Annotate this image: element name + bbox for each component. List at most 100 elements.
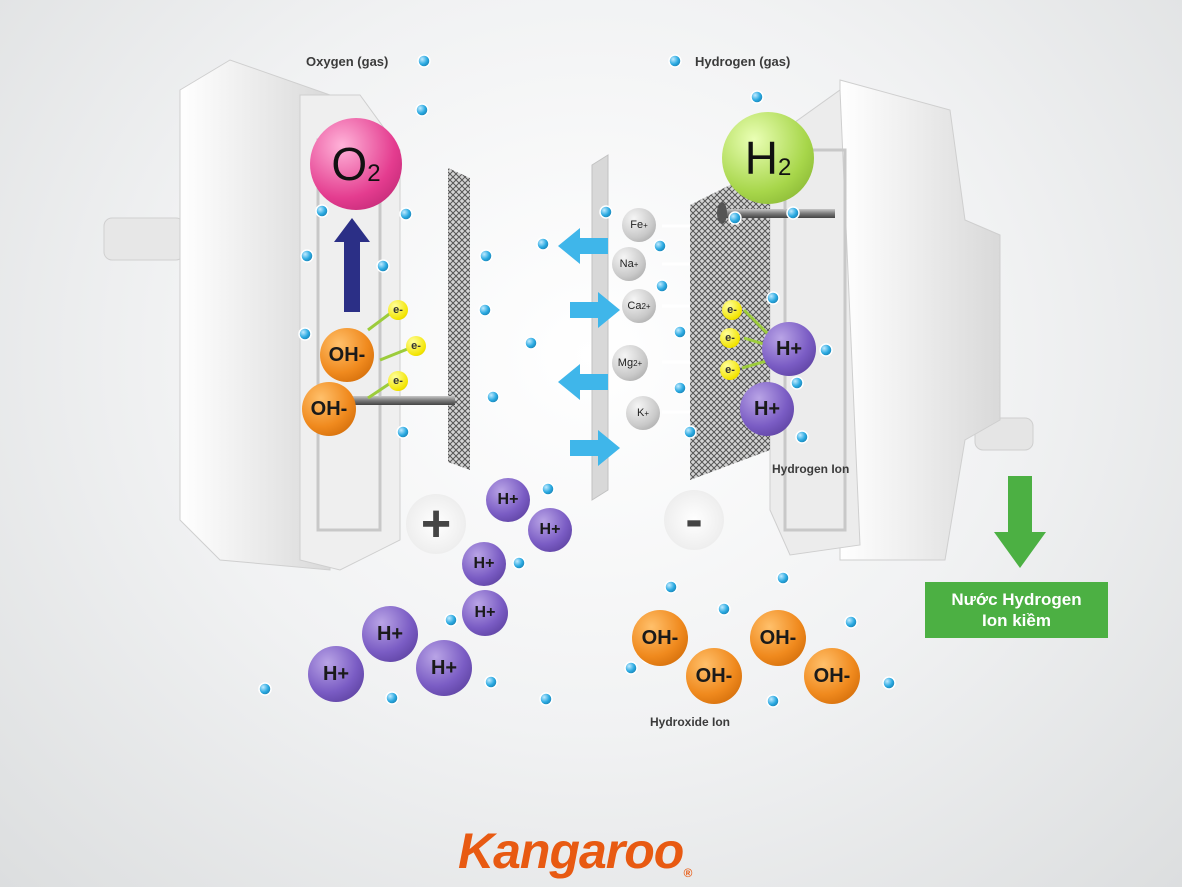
water-dot: [512, 556, 526, 570]
water-dot: [653, 239, 667, 253]
water-dot: [728, 211, 742, 225]
electron: e-: [406, 336, 426, 356]
water-dot: [298, 327, 312, 341]
cathode-rod: [720, 209, 835, 218]
hydrogen-gas-label: Hydrogen (gas): [695, 54, 791, 69]
mineral-charge: +: [633, 259, 639, 269]
oxygen-gas-label: Oxygen (gas): [306, 54, 389, 69]
brand-name: Kangaroo: [458, 823, 684, 879]
water-dot: [417, 54, 431, 68]
water-dot: [790, 376, 804, 390]
water-dot: [479, 249, 493, 263]
kangaroo-logo: Kangaroo®: [458, 822, 692, 880]
electron: e-: [388, 300, 408, 320]
water-dot: [599, 205, 613, 219]
electron: e-: [388, 371, 408, 391]
hydrogen-ion: H+: [528, 508, 572, 552]
water-dot: [717, 602, 731, 616]
mineral-charge: 2+: [633, 358, 643, 368]
anode-rod: [345, 396, 455, 405]
alkaline-water-label: Nước Hydrogen Ion kiềm: [925, 582, 1108, 638]
arrow-left-2: [558, 364, 608, 400]
hydrogen-ion: H+: [740, 382, 794, 436]
water-dot: [882, 676, 896, 690]
hydrogen-ion: H+: [462, 590, 508, 636]
anode-mesh: [448, 168, 470, 470]
water-dot: [300, 249, 314, 263]
water-dot: [486, 390, 500, 404]
electron: e-: [720, 360, 740, 380]
arrow-left-1: [558, 228, 608, 264]
hydroxide-ion: OH-: [686, 648, 742, 704]
water-dot: [399, 207, 413, 221]
water-dot: [766, 694, 780, 708]
hydroxide-ion: OH-: [320, 328, 374, 382]
water-dot: [385, 691, 399, 705]
hydrogen-ion: H+: [416, 640, 472, 696]
electron-bonds: [367, 308, 772, 400]
water-dot: [484, 675, 498, 689]
hydrogen-ion: H+: [462, 542, 506, 586]
migration-arrows: [558, 228, 620, 466]
output-arrow: [994, 476, 1046, 568]
mineral-symbol: Ca: [627, 300, 642, 312]
anode-plus-sign: +: [406, 494, 466, 554]
oxygen-subscript: 2: [367, 160, 381, 187]
hydroxide-ion-label: Hydroxide Ion: [650, 715, 731, 729]
cathode-housing: [769, 79, 1034, 561]
water-dot: [683, 425, 697, 439]
water-dot: [664, 580, 678, 594]
oxygen-symbol: O: [331, 138, 368, 190]
mineral-charge: +: [644, 408, 649, 418]
hydrogen-ion-label: Hydrogen Ion: [772, 462, 850, 476]
hydroxide-ion: OH-: [750, 610, 806, 666]
hydrogen-symbol: H: [744, 132, 778, 184]
mineral-ion-k: K+: [626, 396, 660, 430]
electron: e-: [722, 300, 742, 320]
water-dot: [536, 237, 550, 251]
water-dot: [750, 90, 764, 104]
oxygen-rise-arrow: [334, 218, 370, 312]
alkaline-water-line1: Nước Hydrogen: [951, 590, 1082, 609]
water-dot: [819, 343, 833, 357]
mineral-charge: +: [643, 220, 648, 230]
hydroxide-ion: OH-: [302, 382, 356, 436]
mineral-charge: 2+: [641, 301, 651, 311]
water-dot: [415, 103, 429, 117]
arrow-right-1: [570, 292, 620, 328]
water-dot: [766, 291, 780, 305]
water-dot: [655, 279, 669, 293]
water-dot: [844, 615, 858, 629]
water-dot: [396, 425, 410, 439]
water-dot: [673, 381, 687, 395]
water-dot: [786, 206, 800, 220]
mineral-ion-fe: Fe+: [622, 208, 656, 242]
mineral-symbol: Na: [619, 258, 634, 270]
water-dot: [315, 204, 329, 218]
water-dot: [524, 336, 538, 350]
water-dot: [258, 682, 272, 696]
hydrogen-ion: H+: [362, 606, 418, 662]
hydrogen-ion: H+: [308, 646, 364, 702]
alkaline-water-line2: Ion kiềm: [982, 611, 1051, 630]
cathode-minus-sign: -: [664, 490, 724, 550]
water-dot: [478, 303, 492, 317]
water-dot: [624, 661, 638, 675]
water-dot: [541, 482, 555, 496]
mineral-symbol: Mg: [617, 357, 634, 369]
hydrogen-ion: H+: [762, 322, 816, 376]
arrow-right-2: [570, 430, 620, 466]
hydrogen-subscript: 2: [777, 154, 792, 181]
mineral-symbol: K: [636, 407, 645, 419]
hydroxide-ion: OH-: [632, 610, 688, 666]
water-dot: [668, 54, 682, 68]
mineral-symbol: Fe: [630, 219, 644, 231]
water-dot: [776, 571, 790, 585]
mineral-ion-na: Na+: [612, 247, 646, 281]
registered-mark: ®: [683, 866, 692, 880]
cathode-rod-end: [717, 202, 727, 224]
